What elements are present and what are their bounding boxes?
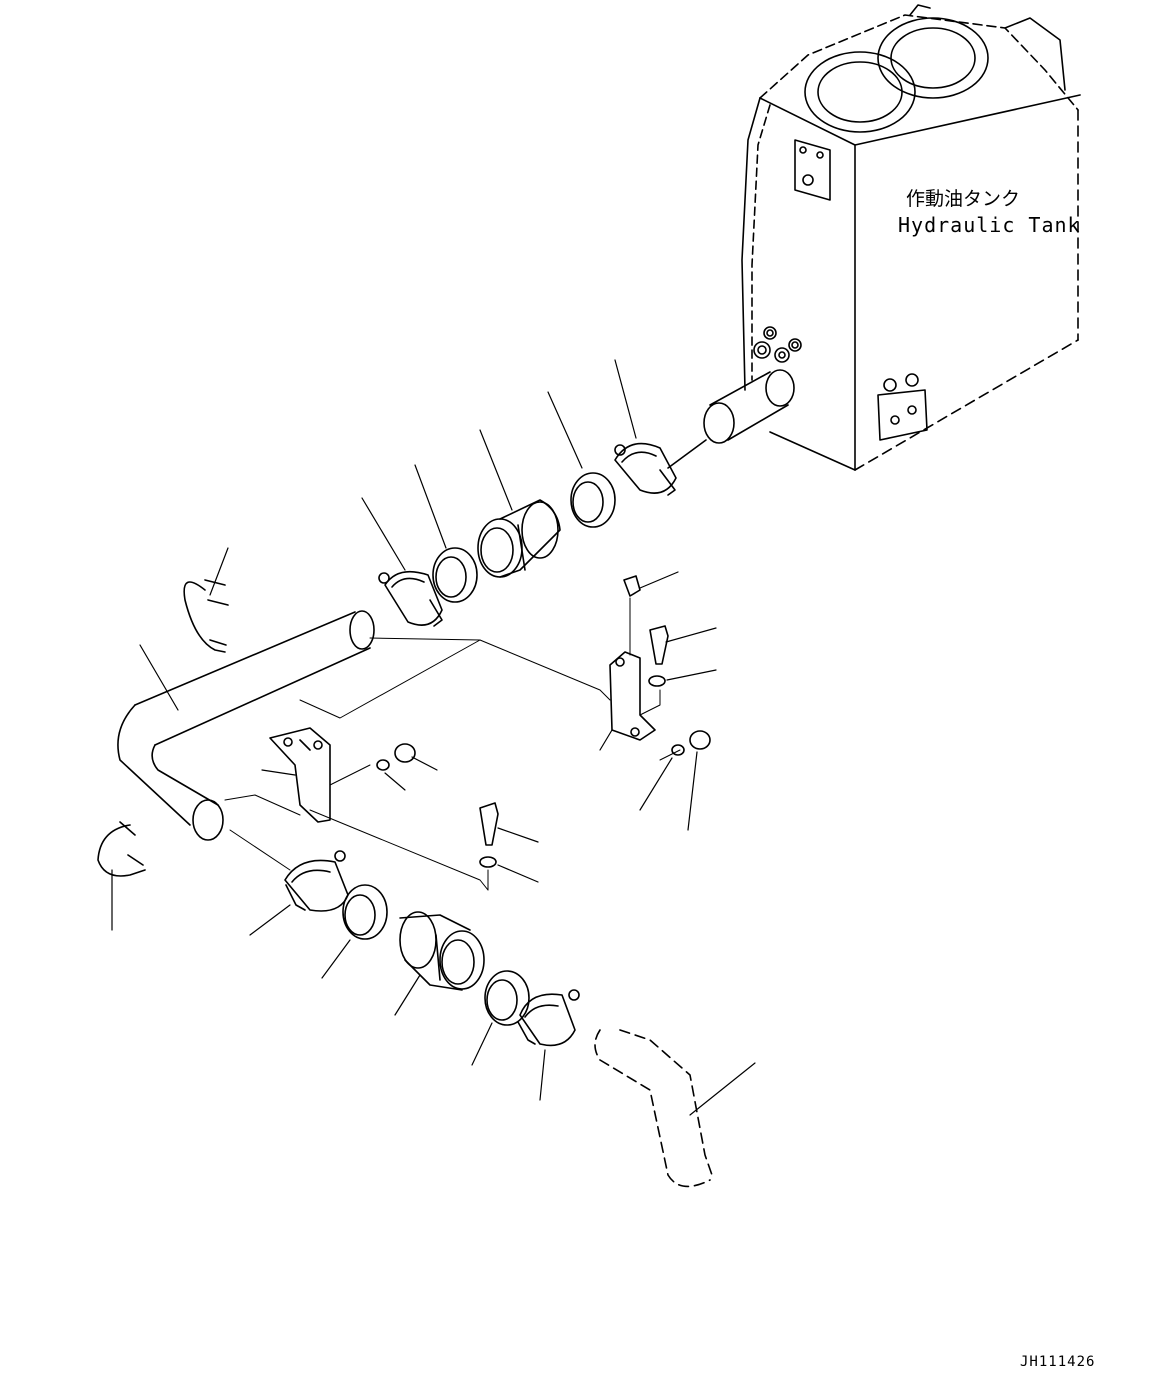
upper-clamp-right: [614, 442, 677, 496]
lower-spacer-ring-left: [342, 884, 388, 940]
lower-clamp-right: [517, 989, 580, 1047]
lower-clamp-left: [284, 850, 349, 912]
lower-hose: [594, 1029, 713, 1188]
hydraulic-tank: [667, 4, 1081, 471]
tank-label-japanese: 作動油タンク: [906, 188, 1020, 210]
drawing-id: JH111426: [1020, 1354, 1095, 1370]
upper-hose-coupling: [477, 499, 561, 578]
lower-spacer-ring-right: [484, 970, 530, 1026]
u-bolt-upper: [183, 579, 229, 653]
upper-clamp-left: [378, 570, 443, 627]
main-pipe: [117, 610, 375, 841]
tank-label-english: Hydraulic Tank: [898, 213, 1081, 237]
u-bolt-lower: [97, 821, 146, 877]
lower-hose-coupling: [399, 911, 485, 991]
bracket-right: [609, 651, 656, 741]
upper-spacer-ring-left: [432, 547, 478, 603]
bracket-left: [269, 727, 331, 823]
upper-spacer-ring-right: [570, 472, 616, 528]
fasteners: [376, 575, 711, 868]
connection-lines: [224, 597, 681, 891]
leader-lines: [111, 359, 756, 1116]
